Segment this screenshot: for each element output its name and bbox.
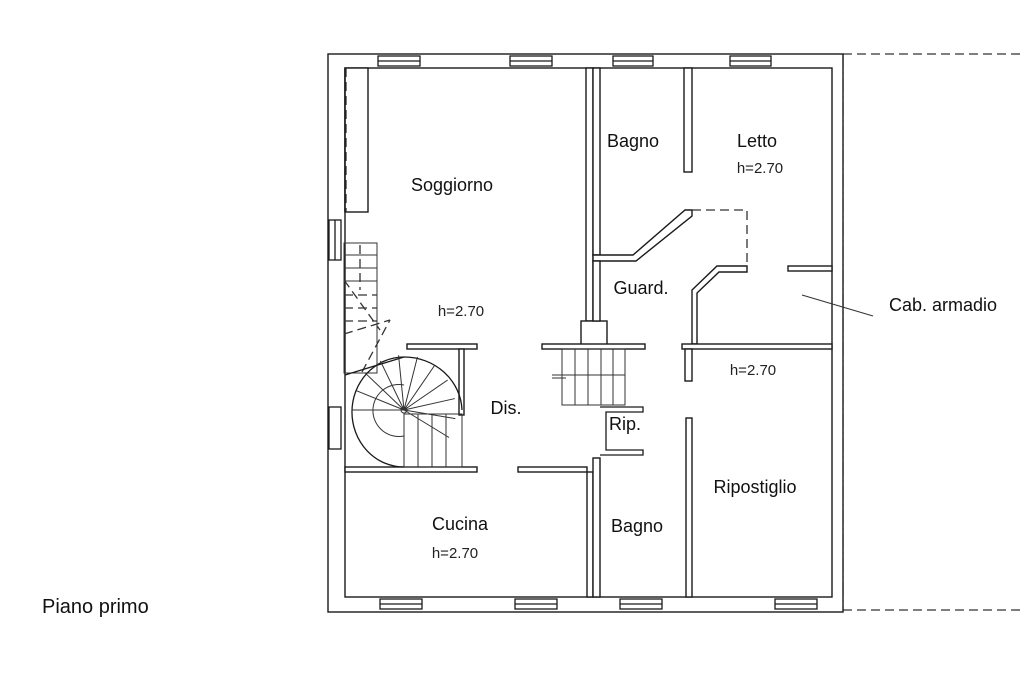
spiral-tread <box>403 356 418 411</box>
windows <box>328 55 818 610</box>
room-label-bagno-top: Bagno <box>607 131 659 151</box>
room-label-bagno-bottom: Bagno <box>611 516 663 536</box>
spiral-tread <box>365 372 405 411</box>
height-ripostiglio: h=2.70 <box>730 362 776 379</box>
room-label-guard: Guard. <box>613 278 668 298</box>
spiral-tread <box>403 379 448 411</box>
floor-caption: Piano primo <box>42 596 149 618</box>
spiral-tread <box>379 360 405 411</box>
height-letto: h=2.70 <box>737 160 783 177</box>
room-label-cab-armadio: Cab. armadio <box>889 295 997 315</box>
room-label-soggiorno: Soggiorno <box>411 175 493 195</box>
stair-lower <box>403 413 463 468</box>
stair-right <box>552 348 626 406</box>
spiral-tread <box>403 409 450 438</box>
interior-walls <box>344 67 833 598</box>
stair-left <box>343 242 391 374</box>
room-label-dis: Dis. <box>491 398 522 418</box>
room-label-letto: Letto <box>737 131 777 151</box>
height-soggiorno: h=2.70 <box>438 303 484 320</box>
height-cucina: h=2.70 <box>432 545 478 562</box>
property-boundary <box>842 53 1024 612</box>
room-label-rip: Rip. <box>609 414 641 434</box>
room-label-ripostiglio: Ripostiglio <box>713 477 796 497</box>
spiral-tread <box>398 355 405 411</box>
spiral-stair <box>344 355 463 468</box>
room-label-cucina: Cucina <box>432 514 489 534</box>
spiral-tread <box>403 365 435 411</box>
cab-armadio-leader <box>801 294 874 317</box>
wardrobe-outline <box>692 209 748 266</box>
spiral-tread <box>355 389 405 411</box>
spiral-tread <box>403 398 455 411</box>
